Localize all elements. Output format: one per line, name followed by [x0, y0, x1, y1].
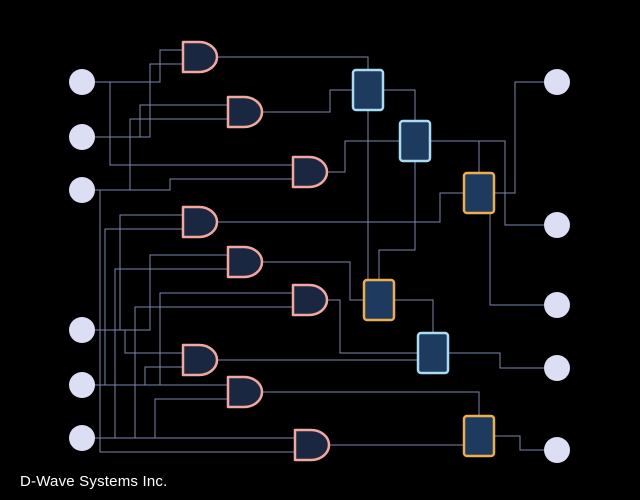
buffer-node-cyan: [416, 331, 450, 375]
wire: [479, 212, 544, 306]
wire: [394, 299, 434, 333]
buffer-node-cyan: [351, 68, 385, 112]
wire: [494, 435, 544, 451]
output-node: [544, 437, 570, 463]
wire: [95, 63, 183, 138]
input-node: [69, 177, 95, 203]
wire: [262, 391, 480, 416]
wire: [430, 140, 544, 226]
and-gate-icon: [293, 428, 331, 462]
input-node: [69, 372, 95, 398]
and-gate-icon: [226, 375, 264, 409]
buffer-node-orange: [462, 171, 496, 215]
brand-label: D-Wave Systems Inc.: [20, 473, 168, 490]
and-gate-icon: [291, 283, 329, 317]
wire: [95, 49, 183, 83]
wire: [383, 89, 416, 121]
and-gate-icon: [226, 95, 264, 129]
wire: [262, 89, 353, 113]
wire: [327, 299, 418, 354]
buffer-node-cyan: [398, 119, 432, 163]
wire: [494, 81, 544, 194]
wire: [217, 56, 369, 70]
output-node: [544, 292, 570, 318]
output-node: [544, 212, 570, 238]
wire: [95, 366, 183, 386]
output-node: [544, 355, 570, 381]
wire: [95, 189, 295, 453]
wire: [95, 329, 183, 354]
wire: [262, 261, 364, 301]
wire: [95, 178, 293, 191]
and-gate-icon: [181, 343, 219, 377]
wire: [95, 104, 228, 138]
input-node: [69, 425, 95, 451]
and-gate-icon: [291, 155, 329, 189]
and-gate-icon: [181, 205, 219, 239]
buffer-node-orange: [362, 278, 396, 322]
wire: [430, 140, 480, 173]
wire: [217, 192, 464, 223]
input-node: [69, 317, 95, 343]
wire: [95, 214, 183, 331]
input-node: [69, 124, 95, 150]
wire: [95, 81, 293, 166]
wire: [448, 352, 544, 369]
wire: [378, 161, 416, 280]
output-node: [544, 69, 570, 95]
buffer-node-orange: [462, 414, 496, 458]
and-gate-icon: [226, 245, 264, 279]
and-gate-icon: [181, 40, 219, 74]
input-node: [69, 69, 95, 95]
wire: [327, 140, 400, 173]
